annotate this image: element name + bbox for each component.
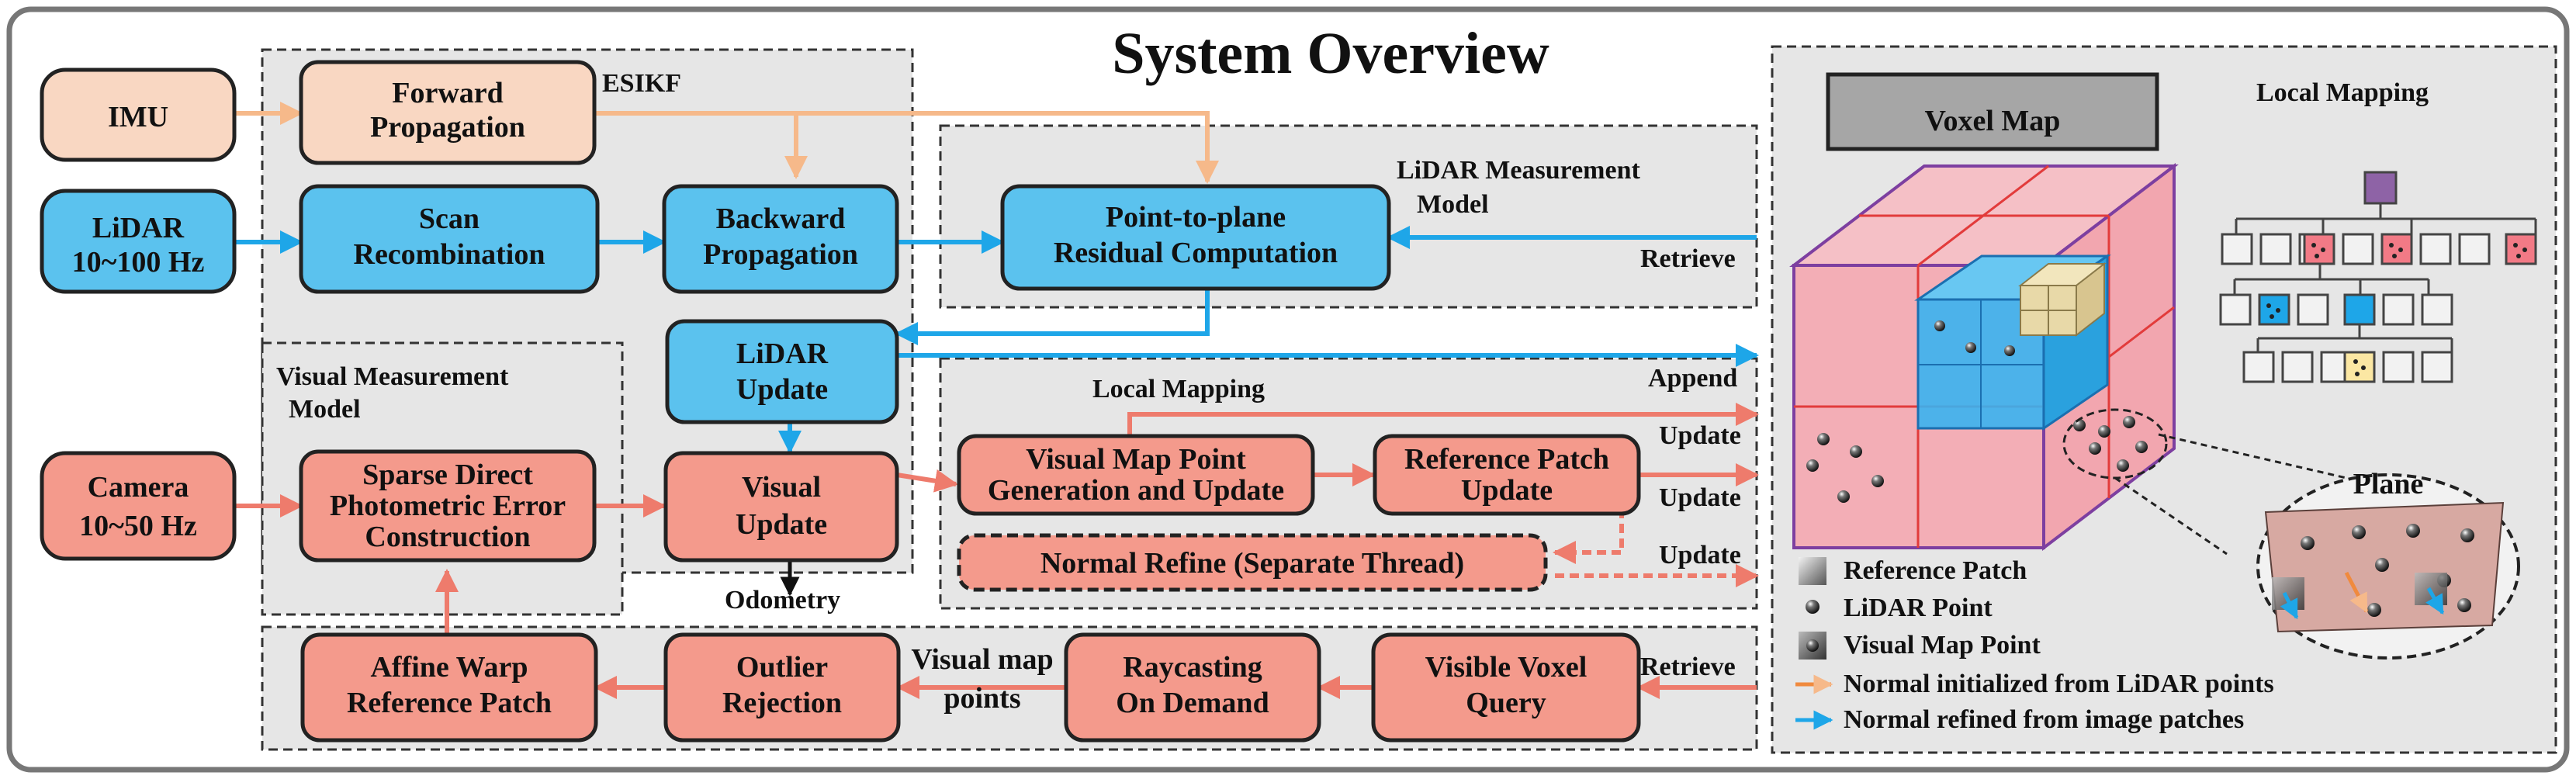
affine-warp-line2: Reference Patch (347, 687, 552, 719)
odometry-label: Odometry (725, 586, 840, 615)
visual-update-line2: Update (736, 508, 827, 541)
legend-label-1: LiDAR Point (1844, 594, 1993, 622)
esikf-label: ESIKF (602, 69, 681, 98)
visual-map-point-icon (1799, 632, 1826, 660)
camera-label: Camera (88, 471, 189, 504)
forward-propagation-line1: Forward (392, 77, 504, 109)
raycasting-box: Raycasting On Demand (1064, 632, 1321, 743)
lidar-model-label-line1: LiDAR Measurement (1397, 156, 1640, 185)
forward-propagation-line2: Propagation (370, 111, 525, 144)
photometric-line3: Construction (365, 521, 530, 553)
visual-update-box: Visual Update (663, 451, 899, 563)
visual-model-label-line2: Model (289, 395, 361, 424)
update-label-1: Update (1659, 421, 1741, 450)
legend-label-3: Normal initialized from LiDAR points (1844, 670, 2274, 698)
raycasting-line2: On Demand (1116, 687, 1269, 719)
lidar-update-box: LiDAR Update (665, 319, 899, 424)
legend: Reference Patch LiDAR Point Visual Map P… (1795, 556, 2274, 734)
camera-box: Camera 10~50 Hz (40, 451, 237, 561)
voxel-cube (1789, 162, 2179, 552)
map-point-generation-line1: Visual Map Point (1026, 443, 1246, 476)
plane-zoom: Plane (2114, 433, 2520, 660)
imu-box: IMU (40, 68, 237, 162)
visual-map-points-label-2: points (943, 682, 1020, 715)
raycasting-line1: Raycasting (1123, 651, 1262, 684)
lidar-point-icon (1806, 600, 1819, 614)
retrieve-label-bottom: Retrieve (1640, 653, 1736, 681)
reference-patch-update-box: Reference Patch Update (1373, 434, 1641, 516)
visible-voxel-query-box: Visible Voxel Query (1371, 632, 1641, 743)
connectors (234, 102, 1759, 699)
outlier-line1: Outlier (736, 651, 828, 684)
lidar-update-line2: Update (736, 373, 828, 406)
forward-propagation-box: Forward Propagation (299, 60, 597, 165)
photometric-line1: Sparse Direct (362, 459, 533, 491)
backward-propagation-line1: Backward (716, 203, 846, 235)
outlier-rejection-box: Outlier Rejection (663, 632, 901, 743)
voxel-local-mapping-label: Local Mapping (2256, 78, 2429, 107)
octree-dots (2266, 243, 2527, 376)
visual-map-points-label-1: Visual map (911, 643, 1053, 676)
plane-label: Plane (2353, 468, 2424, 500)
voxel-map-title: Voxel Map (1826, 72, 2159, 151)
lidar-model-label-line2: Model (1417, 190, 1489, 219)
lidar-update-line1: LiDAR (736, 338, 829, 370)
octree-diagram (2219, 171, 2537, 383)
scan-recombination-line1: Scan (419, 203, 480, 235)
lidar-label: LiDAR (92, 212, 185, 244)
point-to-plane-line2: Residual Computation (1054, 237, 1338, 269)
update-label-2: Update (1659, 483, 1741, 512)
visible-voxel-line2: Query (1466, 687, 1546, 719)
backward-propagation-line2: Propagation (703, 238, 858, 271)
scan-recombination-line2: Recombination (354, 238, 545, 271)
local-mapping-label: Local Mapping (1092, 375, 1265, 403)
visual-update-line1: Visual (742, 471, 821, 504)
legend-label-0: Reference Patch (1844, 556, 2027, 585)
lidar-rate: 10~100 Hz (72, 246, 205, 279)
photometric-line2: Photometric Error (330, 490, 566, 522)
append-label: Append (1648, 364, 1737, 393)
scan-recombination-box: Scan Recombination (299, 184, 600, 294)
legend-label-2: Visual Map Point (1844, 631, 2041, 660)
reference-patch-icon (1799, 557, 1826, 585)
reference-patch-update-line2: Update (1461, 474, 1553, 507)
camera-rate: 10~50 Hz (79, 510, 197, 542)
backward-propagation-box: Backward Propagation (662, 184, 899, 294)
point-to-plane-line1: Point-to-plane (1106, 201, 1286, 234)
point-to-plane-box: Point-to-plane Residual Computation (1000, 184, 1391, 291)
affine-warp-line1: Affine Warp (370, 651, 528, 684)
legend-label-4: Normal refined from image patches (1844, 705, 2244, 734)
visible-voxel-line1: Visible Voxel (1425, 651, 1587, 684)
voxel-map-title-text: Voxel Map (1925, 105, 2061, 137)
normal-refine-box: Normal Refine (Separate Thread) (957, 533, 1548, 592)
photometric-error-box: Sparse Direct Photometric Error Construc… (299, 449, 597, 563)
affine-warp-box: Affine Warp Reference Patch (300, 632, 598, 743)
diagram-title: System Overview (1112, 21, 1549, 86)
map-point-generation-box: Visual Map Point Generation and Update (957, 434, 1315, 516)
normal-refine-label: Normal Refine (Separate Thread) (1040, 547, 1464, 580)
lidar-box: LiDAR 10~100 Hz (40, 189, 237, 294)
reference-patch-update-line1: Reference Patch (1404, 443, 1609, 476)
update-label-3: Update (1659, 541, 1741, 570)
map-point-generation-line2: Generation and Update (988, 474, 1284, 507)
visual-model-label-line1: Visual Measurement (276, 362, 509, 391)
imu-label: IMU (108, 101, 168, 133)
outlier-line2: Rejection (722, 687, 842, 719)
retrieve-label-top: Retrieve (1640, 244, 1736, 273)
